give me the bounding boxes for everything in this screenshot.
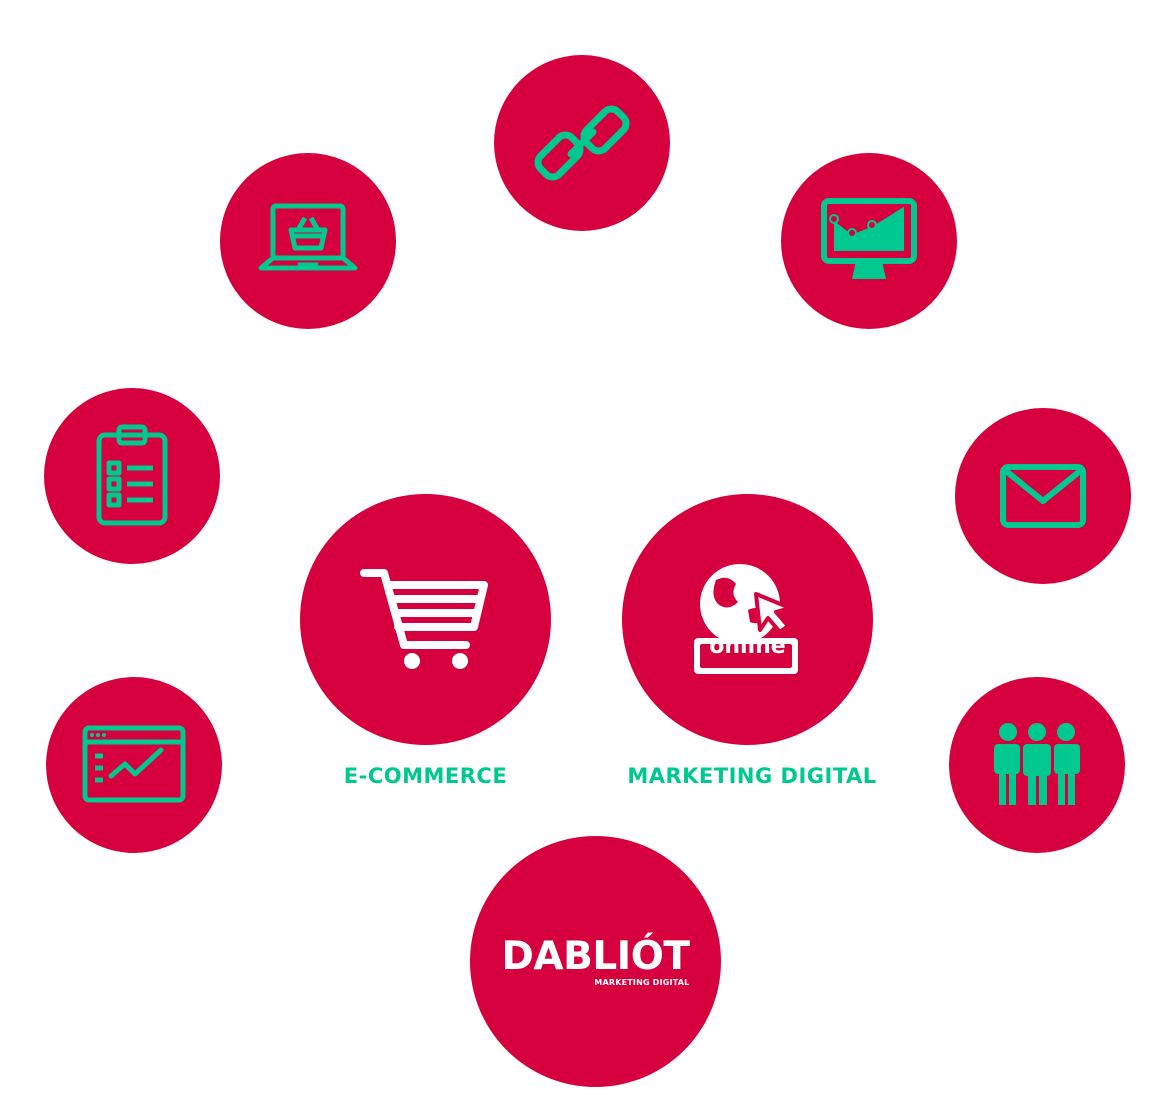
ecommerce-label: E-COMMERCE <box>343 764 508 788</box>
marketing-label: MARKETING DIGITAL <box>627 764 877 788</box>
brand-logo: DABLIÓT MARKETING DIGITAL <box>502 937 690 987</box>
monitor-circle[interactable] <box>781 153 957 329</box>
brand-tagline: MARKETING DIGITAL <box>594 977 690 987</box>
people-circle[interactable] <box>949 677 1125 853</box>
link-circle[interactable] <box>494 55 670 231</box>
brand-name: DABLIÓT <box>501 933 690 979</box>
email-circle[interactable] <box>955 408 1131 584</box>
clipboard-circle[interactable] <box>44 388 220 564</box>
ecommerce-circle[interactable] <box>300 494 551 745</box>
shopping-cart-icon <box>359 568 488 669</box>
monitor-analytics-icon <box>821 198 917 279</box>
clipboard-checklist-icon <box>96 424 168 526</box>
email-envelope-icon <box>1000 464 1086 528</box>
online-badge-text: online <box>709 634 786 659</box>
browser-circle[interactable] <box>46 677 222 853</box>
brand-circle[interactable]: DABLIÓT MARKETING DIGITAL <box>470 836 721 1087</box>
online-globe-cursor-icon <box>693 563 798 674</box>
marketing-circle[interactable]: online <box>622 494 873 745</box>
laptop-shopping-basket-icon <box>258 203 358 271</box>
browser-analytics-icon <box>82 725 186 803</box>
link-chain-icon <box>534 105 630 181</box>
laptop-circle[interactable] <box>220 153 396 329</box>
people-group-icon <box>994 723 1080 805</box>
